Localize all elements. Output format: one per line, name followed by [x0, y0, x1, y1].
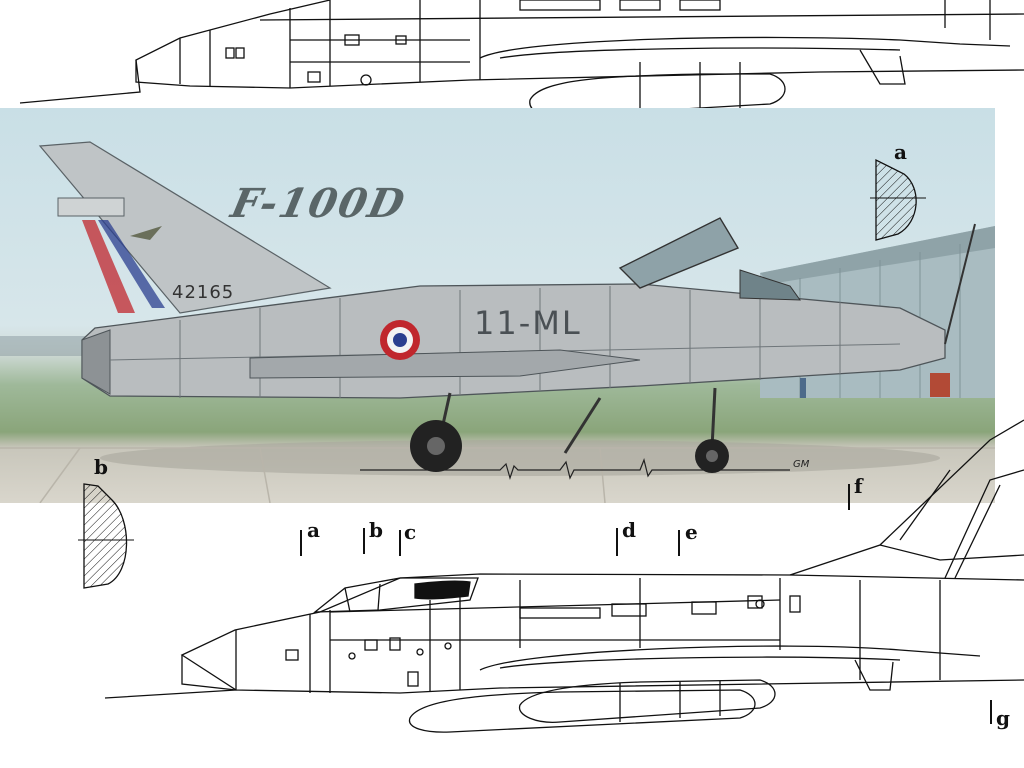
station-label-a: a: [307, 518, 320, 542]
page-title: F-100D: [227, 180, 411, 227]
station-label-c: c: [404, 520, 417, 544]
station-tick-e: [678, 530, 680, 556]
photo-scene: [0, 141, 995, 503]
aircraft-photo: 42165 11-ML GM: [0, 108, 995, 503]
station-label-f: f: [854, 474, 863, 498]
station-tick-c: [399, 530, 401, 556]
bottom-profile-drawing: [104, 419, 1024, 733]
station-tick-b: [363, 528, 365, 554]
station-label-b: b: [369, 518, 383, 542]
station-label-g: g: [996, 706, 1010, 730]
top-profile-drawing: [19, 0, 1024, 120]
scale-signature: GM: [793, 459, 810, 470]
cross-section-a: [870, 158, 926, 241]
aircraft-code: 11-ML: [474, 304, 582, 342]
station-label-d: d: [622, 518, 636, 542]
section-label-b: b: [94, 455, 108, 479]
station-label-e: e: [685, 520, 698, 544]
station-tick-g: [990, 700, 992, 724]
section-label-a: a: [894, 140, 907, 164]
station-tick-d: [616, 528, 618, 556]
station-tick-f: [848, 484, 850, 510]
station-tick-a: [300, 530, 302, 556]
cross-section-b: [78, 483, 134, 589]
aircraft-serial: 42165: [172, 282, 235, 303]
